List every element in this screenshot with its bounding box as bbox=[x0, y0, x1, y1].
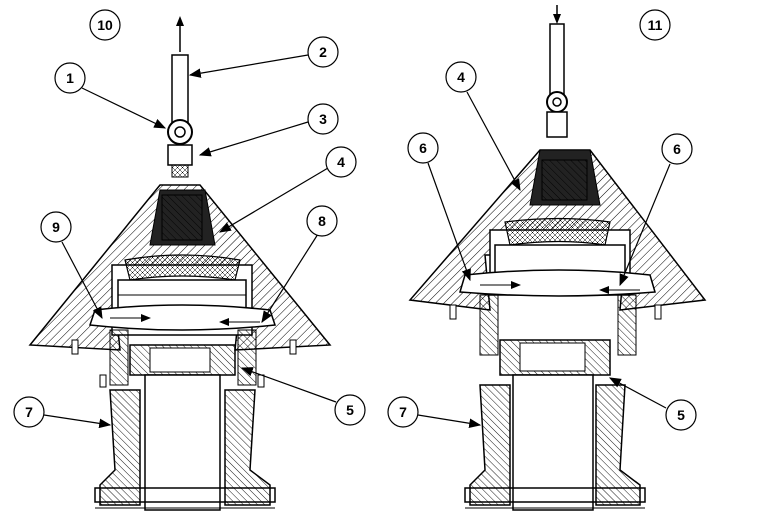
callout-left-5: 5 bbox=[240, 367, 366, 426]
svg-text:11: 11 bbox=[648, 17, 663, 33]
shaft bbox=[512, 374, 594, 511]
svg-text:5: 5 bbox=[346, 402, 354, 418]
svg-text:4: 4 bbox=[337, 154, 345, 170]
callout-left-2: 2 bbox=[188, 36, 339, 78]
callout-left-8: 8 bbox=[261, 205, 338, 324]
figure-left bbox=[28, 16, 332, 511]
svg-text:1: 1 bbox=[66, 70, 74, 86]
figure-label-right: 11 bbox=[639, 9, 671, 41]
figure-label-left: 10 bbox=[89, 9, 121, 41]
figure-right bbox=[408, 5, 707, 511]
callout-left-7: 7 bbox=[13, 396, 112, 429]
callout-right-5: 5 bbox=[608, 377, 697, 431]
lifting-tool bbox=[167, 144, 193, 166]
up-arrow-icon bbox=[176, 16, 184, 52]
base-housing bbox=[469, 384, 511, 506]
callout-right-4: 4 bbox=[445, 61, 521, 192]
shaft bbox=[144, 374, 221, 511]
svg-text:10: 10 bbox=[97, 17, 113, 33]
svg-text:5: 5 bbox=[677, 407, 685, 423]
svg-text:6: 6 bbox=[419, 140, 427, 156]
svg-text:4: 4 bbox=[457, 69, 465, 85]
svg-text:7: 7 bbox=[25, 404, 33, 420]
callout-right-7: 7 bbox=[387, 396, 482, 429]
lifting-rod bbox=[171, 54, 189, 126]
callout-left-4: 4 bbox=[218, 146, 357, 233]
svg-text:2: 2 bbox=[319, 44, 327, 60]
callout-left-9: 9 bbox=[40, 211, 103, 320]
callout-right-6a: 6 bbox=[407, 132, 471, 282]
svg-text:9: 9 bbox=[52, 219, 60, 235]
callout-left-3: 3 bbox=[198, 103, 339, 157]
svg-text:3: 3 bbox=[319, 111, 327, 127]
svg-text:8: 8 bbox=[318, 213, 326, 229]
lifting-eye-icon bbox=[546, 91, 568, 113]
base-housing bbox=[99, 389, 141, 506]
callout-right-6b: 6 bbox=[619, 133, 693, 287]
svg-text:6: 6 bbox=[673, 141, 681, 157]
down-arrow-icon bbox=[553, 5, 561, 24]
lifting-eye-icon bbox=[167, 119, 193, 145]
callouts: 10 11 1 2 3 4 8 bbox=[13, 9, 697, 431]
callout-left-1: 1 bbox=[54, 62, 167, 129]
svg-text:7: 7 bbox=[399, 404, 407, 420]
lifting-rod bbox=[549, 23, 565, 95]
